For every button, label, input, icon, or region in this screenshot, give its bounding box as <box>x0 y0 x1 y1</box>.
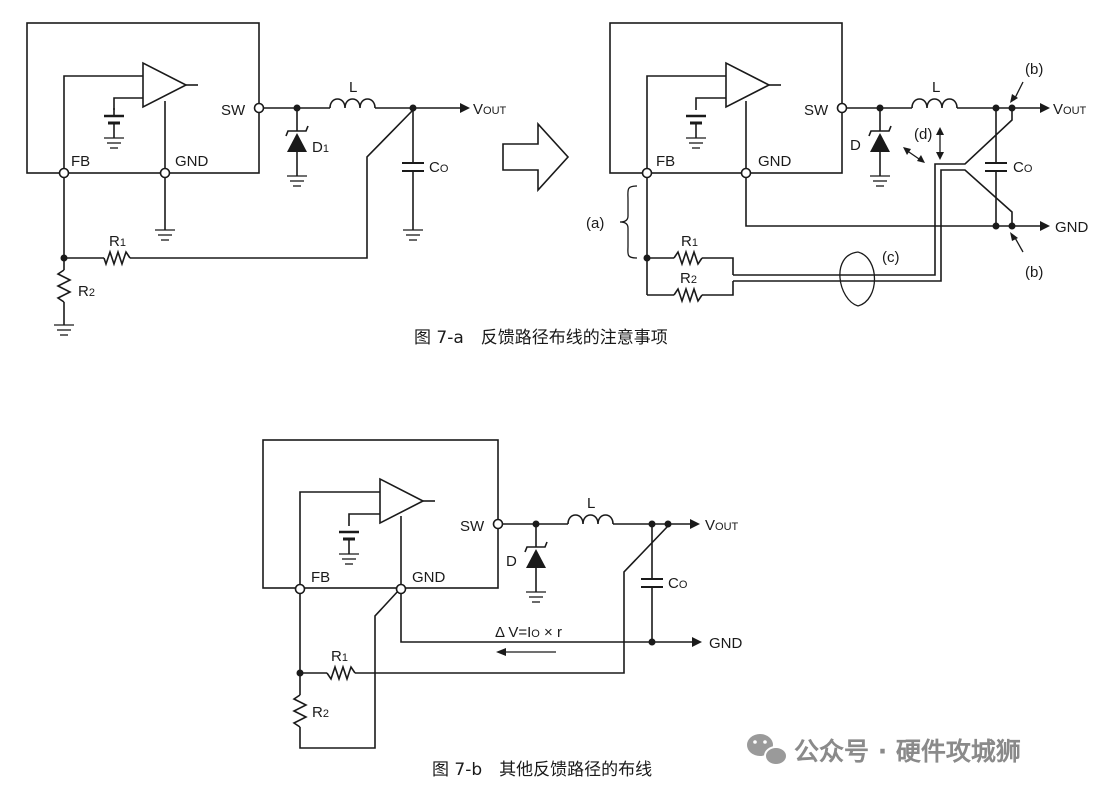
watermark-text: 公众号 · 硬件攻城狮 <box>794 737 1021 766</box>
label-vout: VOUT <box>705 517 739 534</box>
loop-c-icon <box>839 251 859 307</box>
transform-arrow-icon <box>502 121 570 193</box>
note-d: (d) <box>914 126 932 143</box>
op-amp <box>142 61 188 109</box>
label-vout: VOUT <box>473 101 507 118</box>
label-gnd: GND <box>175 153 209 170</box>
resistor-r1 <box>326 664 356 682</box>
resistor-r2 <box>56 269 72 303</box>
resistor-r1 <box>103 249 131 267</box>
inductor-l <box>567 514 614 525</box>
label-d: D <box>850 137 861 154</box>
op-amp <box>379 477 425 525</box>
caption-fig-7a: 图 7-a 反馈路径布线的注意事项 <box>414 328 668 348</box>
ic-box <box>609 22 843 174</box>
resistor-r2 <box>673 286 703 304</box>
fig-a-left-circuit: SW FB GND L VOUT D1 CO R1 R2 <box>26 22 507 336</box>
wechat-icon <box>747 734 788 766</box>
op-amp <box>725 61 771 109</box>
label-sw: SW <box>460 518 485 535</box>
label-co: CO <box>429 159 449 176</box>
label-l: L <box>932 79 940 96</box>
label-co: CO <box>1013 159 1033 176</box>
label-sw: SW <box>221 102 246 119</box>
inductor-l <box>911 98 958 109</box>
label-r1: R1 <box>109 233 126 250</box>
label-d1: D1 <box>312 139 329 156</box>
label-r1: R1 <box>331 648 348 665</box>
label-gnd-out: GND <box>1055 219 1089 236</box>
label-fb: FB <box>311 569 330 586</box>
label-l: L <box>349 79 357 96</box>
label-gnd: GND <box>758 153 792 170</box>
label-r1: R1 <box>681 233 698 250</box>
label-l: L <box>587 495 595 512</box>
resistor-r2 <box>292 694 308 728</box>
note-b-bottom: (b) <box>1025 264 1043 281</box>
label-vout: VOUT <box>1053 101 1087 118</box>
note-b-top: (b) <box>1025 61 1043 78</box>
label-sw: SW <box>804 102 829 119</box>
diode-d <box>526 549 546 568</box>
note-c: (c) <box>882 249 900 266</box>
ic-box <box>26 22 260 174</box>
caption-fig-7b: 图 7-b 其他反馈路径的布线 <box>432 760 652 780</box>
resistor-r1 <box>673 249 703 267</box>
diode-d <box>870 133 890 152</box>
fig-b-circuit: SW FB GND L VOUT GND D CO R1 R2 Δ V=IO ×… <box>262 439 743 749</box>
label-gnd: GND <box>412 569 446 586</box>
inductor-l <box>329 98 376 109</box>
ic-box <box>262 439 499 589</box>
label-r2: R2 <box>312 704 329 721</box>
label-co: CO <box>668 575 688 592</box>
label-fb: FB <box>656 153 675 170</box>
label-gnd-out: GND <box>709 635 743 652</box>
label-delta-v: Δ V=IO × r <box>495 624 562 641</box>
label-r2: R2 <box>680 270 697 287</box>
note-a: (a) <box>586 215 604 232</box>
label-r2: R2 <box>78 283 95 300</box>
label-fb: FB <box>71 153 90 170</box>
brace-a-icon <box>619 185 638 259</box>
fig-a-right-circuit: SW FB GND L VOUT GND D CO R1 R2 (a) (b) … <box>586 22 1089 307</box>
diode-d1 <box>287 133 307 152</box>
label-d: D <box>506 553 517 570</box>
